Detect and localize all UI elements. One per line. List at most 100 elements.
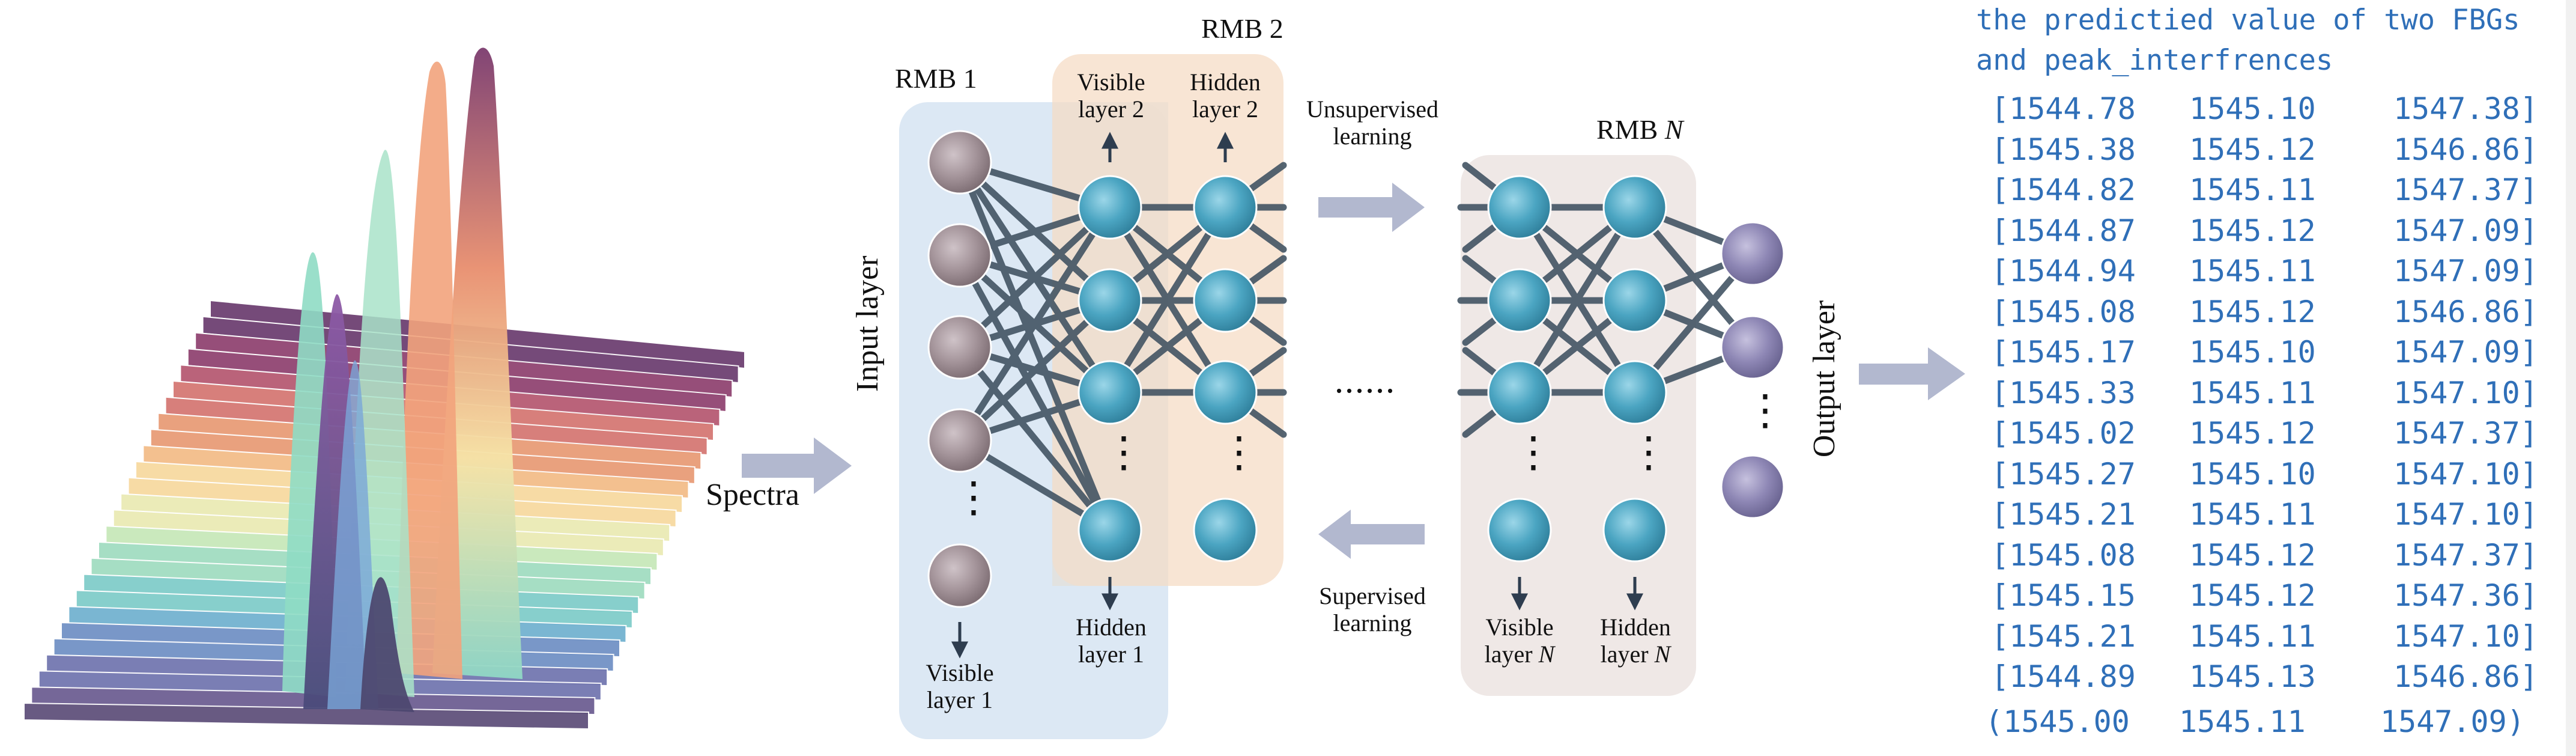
prediction-value-3: 1547.36] xyxy=(2393,578,2538,613)
output-scrollbar[interactable] xyxy=(2566,0,2576,756)
between-blocks-ellipsis: ...... xyxy=(1335,361,1396,400)
visible-layer1-label: Visible layer 1 xyxy=(924,659,996,714)
output-title: the predictied value of two FBGs and peak… xyxy=(1976,0,2520,81)
visible-layerN-var: N xyxy=(1538,640,1555,668)
visible-layer1-line2: layer 1 xyxy=(927,686,993,713)
visible-layer2-line2: layer 2 xyxy=(1078,95,1144,123)
hidden2-arrowhead xyxy=(1216,132,1234,149)
hidden2-node xyxy=(1193,175,1258,240)
visibleN-arrowhead xyxy=(1511,593,1529,611)
prediction-value-1: [1545.33 xyxy=(1991,375,2136,410)
hiddenN-node xyxy=(1602,498,1667,562)
spectra-peak-dark xyxy=(360,577,414,712)
rbm2-title: RMB 2 xyxy=(1201,13,1283,44)
prediction-value-3: 1547.37] xyxy=(2393,172,2538,207)
hidden-layerN-label: Hidden layer N xyxy=(1596,614,1674,668)
prediction-value-2: 1545.11 xyxy=(2189,497,2316,532)
hidden-layer2-line2: layer 2 xyxy=(1192,95,1258,123)
supervised-learning-label: Supervised learning xyxy=(1300,582,1444,637)
output-node xyxy=(1720,454,1785,519)
mean-value-3: 1547.09) xyxy=(2380,704,2525,739)
visible-layer2-label: Visible layer 2 xyxy=(1075,69,1147,123)
prediction-value-2: 1545.12 xyxy=(2189,537,2316,573)
rbmN-title: RMB N xyxy=(1596,114,1683,145)
prediction-value-1: [1544.78 xyxy=(1991,91,2136,126)
visible1-node xyxy=(927,408,992,473)
prediction-value-2: 1545.10 xyxy=(2189,335,2316,370)
prediction-value-1: [1545.21 xyxy=(1991,618,2136,654)
hidden-layerN-word: layer xyxy=(1600,640,1655,668)
prediction-value-1: [1544.89 xyxy=(1991,659,2136,694)
prediction-value-2: 1545.13 xyxy=(2189,659,2316,694)
mean-value-1: (1545.00 xyxy=(1985,704,2130,739)
prediction-value-2: 1545.10 xyxy=(2189,456,2316,492)
prediction-value-3: 1547.37] xyxy=(2393,537,2538,573)
prediction-row: [1545.33 1545.11 1547.10] xyxy=(1991,373,2538,414)
visible1-node xyxy=(927,315,992,380)
hidden-layer2-line1: Hidden xyxy=(1190,69,1261,96)
hidden1-node xyxy=(1077,360,1142,425)
prediction-mean-row: (1545.00 1545.11 1547.09) xyxy=(1985,702,2525,742)
edge-v1-h1 xyxy=(956,297,1114,444)
hidden1-node xyxy=(1077,268,1142,333)
unsupervised-line1: Unsupervised xyxy=(1306,96,1438,123)
vdots-hidden2: ⋮ xyxy=(1218,430,1260,476)
prediction-value-3: 1547.09] xyxy=(2393,254,2538,288)
output-title-line2: and peak_interfrences xyxy=(1976,44,2333,77)
visible1-node xyxy=(927,543,992,608)
network-nodes xyxy=(927,130,1785,608)
prediction-value-2: 1545.12 xyxy=(2189,213,2316,248)
prediction-value-2: 1545.11 xyxy=(2189,618,2316,654)
visible1-arrowhead xyxy=(951,641,969,659)
prediction-value-3: 1547.09] xyxy=(2393,335,2538,370)
supervised-line2: learning xyxy=(1333,609,1412,636)
hidden2-node xyxy=(1193,498,1258,562)
supervised-line1: Supervised xyxy=(1319,582,1426,609)
prediction-value-3: 1546.86] xyxy=(2393,132,2538,167)
rbm1-title: RMB 1 xyxy=(895,63,977,94)
prediction-value-2: 1545.12 xyxy=(2189,416,2316,451)
hiddenN-node xyxy=(1602,360,1667,425)
prediction-value-2: 1545.11 xyxy=(2189,375,2316,410)
prediction-value-1: [1544.94 xyxy=(1991,254,2136,288)
visible-layerN-label: Visible layer N xyxy=(1480,614,1559,668)
edge-vN-hN xyxy=(1516,204,1638,396)
supervised-arrow xyxy=(1318,510,1425,559)
mean-value-2: 1545.11 xyxy=(2179,704,2306,739)
hidden2-node xyxy=(1193,268,1258,333)
prediction-value-2: 1545.12 xyxy=(2189,132,2316,167)
prediction-value-3: 1547.10] xyxy=(2393,375,2538,410)
spectra-label: Spectra xyxy=(706,478,799,512)
prediction-value-2: 1545.10 xyxy=(2189,91,2316,126)
small-arrows xyxy=(951,132,1644,659)
vdots-output: ⋮ xyxy=(1744,388,1786,434)
spectra-3d-plot xyxy=(23,47,745,730)
edge-v1-h1 xyxy=(956,204,1114,444)
vdots-visibleN: ⋮ xyxy=(1512,430,1554,476)
output-title-line1: the predictied value of two FBGs xyxy=(1976,4,2520,37)
visibleN-node xyxy=(1487,498,1552,562)
output-layer-label: Output layer xyxy=(1807,300,1841,458)
edge-v1-h1 xyxy=(956,204,1114,351)
spectra-peak-blue xyxy=(327,360,378,709)
hidden-layerN-line2: layer N xyxy=(1596,641,1674,668)
unsupervised-learning-label: Unsupervised learning xyxy=(1300,96,1444,150)
hidden-layer1-line2: layer 1 xyxy=(1078,640,1144,668)
visible1-node xyxy=(927,130,992,195)
visible-layer2-line1: Visible xyxy=(1077,69,1145,96)
edge-h1-h2 xyxy=(1106,204,1229,396)
visible1-node xyxy=(927,223,992,288)
